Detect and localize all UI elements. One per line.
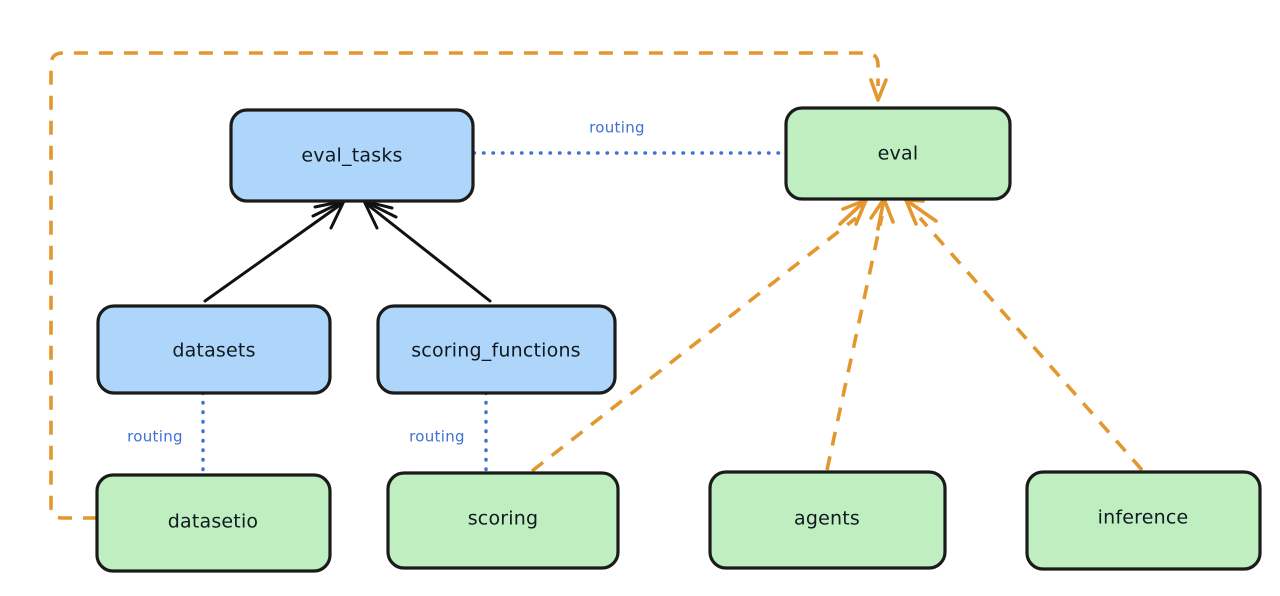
edge-label-routing-eval: routing [589,119,645,137]
edge-label-routing-datasetio: routing [127,428,183,446]
node-datasetio[interactable]: datasetio [95,473,332,573]
node-scoring-shape[interactable] [386,471,620,570]
node-inference[interactable]: inference [1025,470,1262,571]
node-datasetio-shape[interactable] [95,473,332,573]
edge-agents-to-eval[interactable] [825,197,895,471]
node-datasets[interactable]: datasets [96,304,332,395]
node-scoring_functions-shape[interactable] [376,304,617,395]
node-layer: eval_tasks eval datasets scoring_functio… [95,106,1262,573]
node-eval-label: eval [878,143,919,165]
node-inference-label: inference [1098,507,1189,529]
node-datasets-label: datasets [172,340,255,362]
node-inference-shape[interactable] [1025,470,1262,571]
edge-inference-to-eval[interactable] [904,198,1144,472]
edge-label-routing-scoring: routing [409,428,465,446]
edge-datasetio-to-eval[interactable] [49,51,888,520]
node-scoring_functions[interactable]: scoring_functions [376,304,617,395]
node-eval[interactable]: eval [784,106,1012,201]
node-agents-label: agents [794,508,860,530]
node-eval_tasks[interactable]: eval_tasks [229,108,475,203]
node-eval_tasks-label: eval_tasks [301,145,402,167]
edge-label-layer: routing routing routing [127,119,645,446]
edge-layer [49,51,1144,520]
node-scoring[interactable]: scoring [386,471,620,570]
node-scoring_functions-label: scoring_functions [411,340,581,362]
node-eval_tasks-shape[interactable] [229,108,475,203]
node-scoring-label: scoring [468,508,539,530]
node-agents-shape[interactable] [708,470,947,570]
node-datasets-shape[interactable] [96,304,332,395]
node-datasetio-label: datasetio [168,511,259,533]
edge-datasets-to-eval_tasks[interactable] [203,199,346,303]
node-eval-shape[interactable] [784,106,1012,201]
edge-scoring_functions-to-eval_tasks[interactable] [362,199,492,303]
node-agents[interactable]: agents [708,470,947,570]
